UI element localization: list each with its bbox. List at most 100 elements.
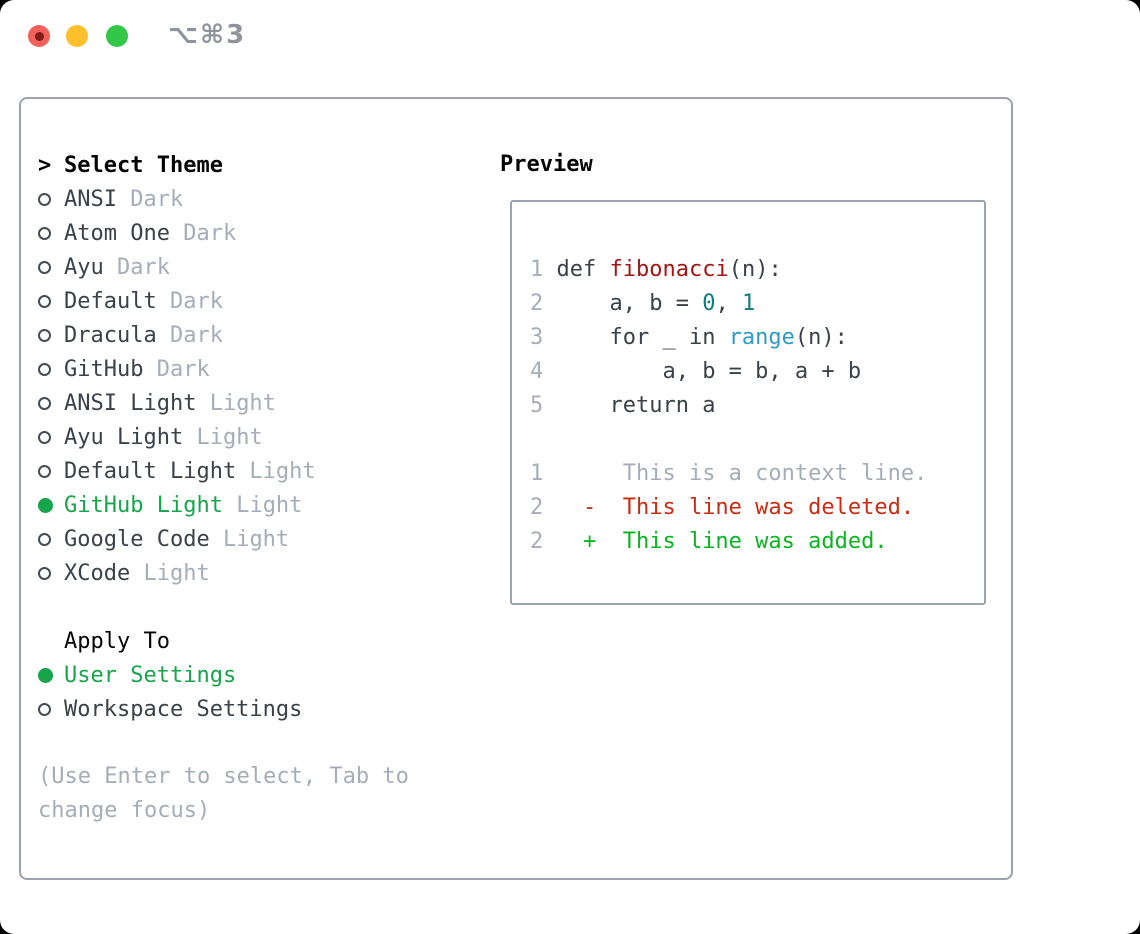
theme-variant: Dark — [156, 322, 223, 348]
theme-variant: Dark — [156, 288, 223, 314]
code-segment: (n): — [728, 257, 782, 282]
prompt-marker: > — [38, 152, 52, 178]
select-theme-header: >Select Theme — [38, 148, 316, 182]
theme-option[interactable]: Default Light Light — [38, 454, 316, 488]
zoom-button[interactable] — [106, 25, 128, 47]
preview-line: 2 - This line was deleted. — [530, 491, 984, 525]
line-number: 3 — [530, 325, 544, 350]
theme-variant: Dark — [169, 220, 237, 246]
apply-option[interactable]: Workspace Settings — [38, 692, 302, 726]
theme-option[interactable]: Dracula Dark — [38, 318, 316, 352]
theme-option[interactable]: GitHub Dark — [38, 352, 316, 386]
code-segment: (n): — [794, 325, 848, 350]
code-segment: 1 — [741, 291, 756, 316]
theme-name: XCode — [64, 560, 131, 586]
line-number: 2 — [530, 495, 544, 520]
close-button[interactable] — [28, 25, 50, 47]
theme-option[interactable]: Ayu Light Light — [38, 420, 316, 454]
radio-unselected-icon — [38, 532, 64, 546]
theme-option[interactable]: Ayu Dark — [38, 250, 316, 284]
theme-variant: Light — [236, 458, 316, 484]
preview-line: 4 a, b = b, a + b — [530, 355, 984, 389]
theme-name: GitHub — [64, 356, 144, 382]
theme-variant: Dark — [116, 186, 184, 212]
apply-option[interactable]: User Settings — [38, 658, 302, 692]
line-number: 4 — [530, 359, 544, 384]
theme-option[interactable]: GitHub Light Light — [38, 488, 316, 522]
theme-name: Default Light — [64, 458, 237, 484]
line-number: 2 — [530, 291, 544, 316]
radio-unselected-icon — [38, 226, 64, 240]
theme-option[interactable]: Atom One Dark — [38, 216, 316, 250]
code-segment: - This line was deleted. — [543, 495, 915, 520]
code-segment: This is a context line. — [543, 461, 928, 486]
radio-unselected-icon — [38, 294, 64, 308]
theme-name: Dracula — [64, 322, 157, 348]
theme-name: GitHub Light — [64, 492, 223, 518]
theme-name: Default — [64, 288, 157, 314]
code-segment: + This line was added. — [543, 529, 888, 554]
radio-unselected-icon — [38, 362, 64, 376]
radio-selected-icon — [38, 497, 64, 513]
radio-unselected-icon — [38, 566, 64, 580]
preview-line: 5 return a — [530, 389, 984, 423]
theme-variant: Light — [196, 390, 276, 416]
close-button-dot — [34, 31, 44, 41]
theme-option[interactable]: Google Code Light — [38, 522, 316, 556]
code-segment: range — [728, 325, 795, 350]
code-segment: 0 — [702, 291, 716, 316]
preview-line: 1 def fibonacci(n): — [530, 253, 984, 287]
theme-variant: Light — [222, 492, 303, 518]
code-segment: def — [543, 257, 610, 282]
theme-variant: Dark — [143, 356, 210, 382]
preview-line — [530, 423, 984, 457]
line-number: 5 — [530, 393, 544, 418]
code-segment: return a — [543, 393, 716, 418]
theme-name: Ayu — [64, 254, 104, 280]
theme-variant: Light — [209, 526, 290, 552]
preview-line: 1 This is a context line. — [530, 457, 984, 491]
apply-to-header: Apply To — [38, 624, 302, 658]
code-segment: fibonacci — [609, 257, 729, 282]
radio-selected-icon — [38, 667, 64, 683]
line-number: 1 — [530, 257, 544, 282]
theme-variant: Light — [183, 424, 263, 450]
radio-unselected-icon — [38, 328, 64, 342]
theme-name: ANSI — [64, 186, 117, 212]
preview-line: 3 for _ in range(n): — [530, 321, 984, 355]
theme-name: Atom One — [64, 220, 170, 246]
radio-unselected-icon — [38, 192, 64, 206]
preview-line: 2 + This line was added. — [530, 525, 984, 559]
radio-unselected-icon — [38, 702, 64, 716]
line-number: 2 — [530, 529, 544, 554]
minimize-button[interactable] — [66, 25, 88, 47]
theme-option[interactable]: ANSI Dark — [38, 182, 316, 216]
theme-variant: Dark — [103, 254, 170, 280]
theme-option[interactable]: ANSI Light Light — [38, 386, 316, 420]
theme-name: Google Code — [64, 526, 210, 552]
code-segment: a, b = — [543, 291, 703, 316]
code-segment: , — [715, 291, 742, 316]
line-number: 1 — [530, 461, 544, 486]
code-segment: for _ in — [543, 325, 729, 350]
option-label: User Settings — [64, 662, 237, 688]
theme-name: ANSI Light — [64, 390, 197, 416]
option-label: Workspace Settings — [64, 696, 303, 722]
theme-variant: Light — [130, 560, 210, 586]
theme-option[interactable]: Default Dark — [38, 284, 316, 318]
radio-unselected-icon — [38, 260, 64, 274]
radio-unselected-icon — [38, 430, 64, 444]
theme-name: Ayu Light — [64, 424, 184, 450]
theme-option[interactable]: XCode Light — [38, 556, 316, 590]
radio-unselected-icon — [38, 464, 64, 478]
radio-unselected-icon — [38, 396, 64, 410]
code-segment: a, b = b, a + b — [543, 359, 862, 384]
apply-to-title: Apply To — [64, 628, 170, 654]
shortcut-label: ⌥⌘3 — [168, 20, 247, 50]
hint-text: (Use Enter to select, Tab to change focu… — [38, 764, 423, 823]
